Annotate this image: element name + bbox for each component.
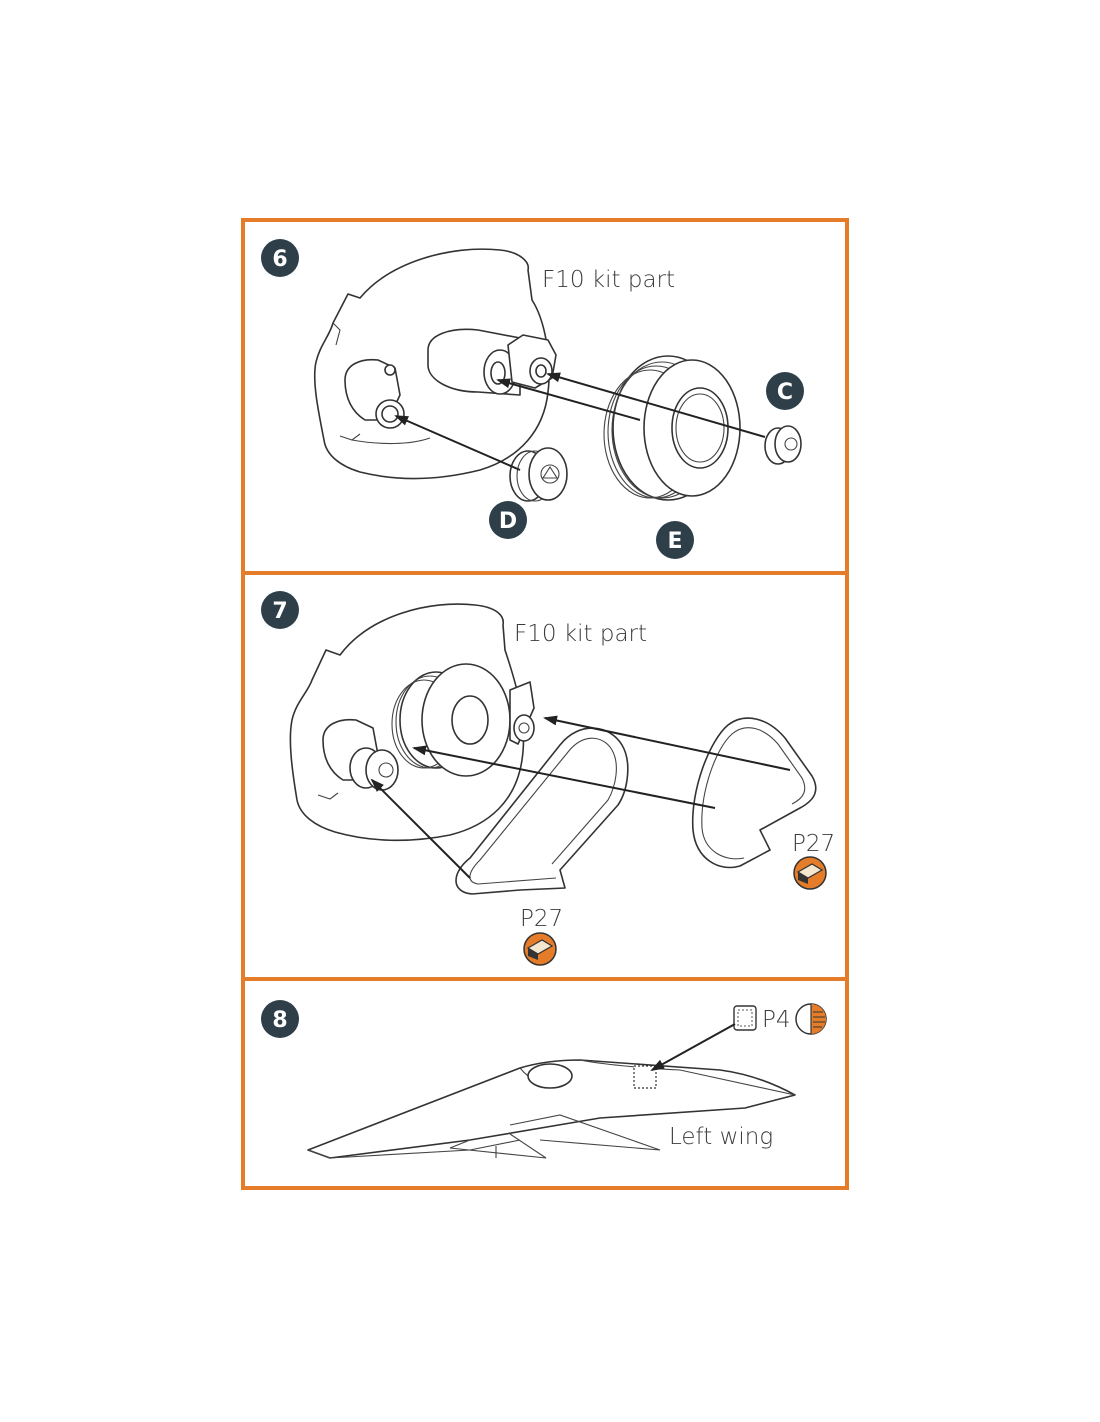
wheel-well-plate-drawing	[313, 248, 557, 480]
photo-etch-bend-icon	[523, 932, 557, 966]
step-7-badge: 7	[261, 591, 299, 629]
step-8-panel: 8 P4 L	[261, 1000, 827, 1159]
p27-label-bottom: P27	[520, 906, 563, 932]
step-6-badge: 6	[261, 239, 299, 277]
svg-text:6: 6	[272, 247, 287, 272]
part-d-drawing	[509, 447, 568, 502]
step-8-caption: Left wing	[669, 1124, 773, 1150]
part-d-badge: D	[489, 501, 527, 539]
svg-text:E: E	[667, 529, 682, 554]
svg-text:7: 7	[272, 599, 287, 624]
part-c-badge: C	[766, 372, 804, 410]
step-7-caption: F10 kit part	[514, 621, 647, 647]
step-6-panel: 6 F10 kit part	[261, 239, 804, 559]
photo-etch-bend-icon	[793, 856, 827, 890]
part-c-drawing	[764, 425, 802, 465]
svg-text:D: D	[499, 509, 517, 534]
svg-text:8: 8	[272, 1008, 287, 1033]
instruction-frame	[241, 218, 849, 1190]
p4-label: P4	[762, 1007, 791, 1033]
part-e-drawing	[603, 355, 741, 501]
part-e-badge: E	[656, 521, 694, 559]
p27-label-right: P27	[792, 831, 835, 857]
p4-arrow	[650, 1023, 736, 1071]
step-6-caption: F10 kit part	[542, 267, 675, 293]
step-8-badge: 8	[261, 1000, 299, 1038]
half-orange-painted-icon	[795, 1003, 827, 1035]
step-7-panel: 7 F10 kit part	[261, 591, 835, 966]
photo-etch-part-icon	[733, 1005, 757, 1031]
wheel-well-assembled-drawing	[289, 603, 535, 842]
svg-text:C: C	[777, 380, 793, 405]
left-wing-drawing	[307, 1059, 796, 1159]
step-6-arrows	[394, 372, 766, 471]
step-7-arrows	[370, 715, 791, 879]
